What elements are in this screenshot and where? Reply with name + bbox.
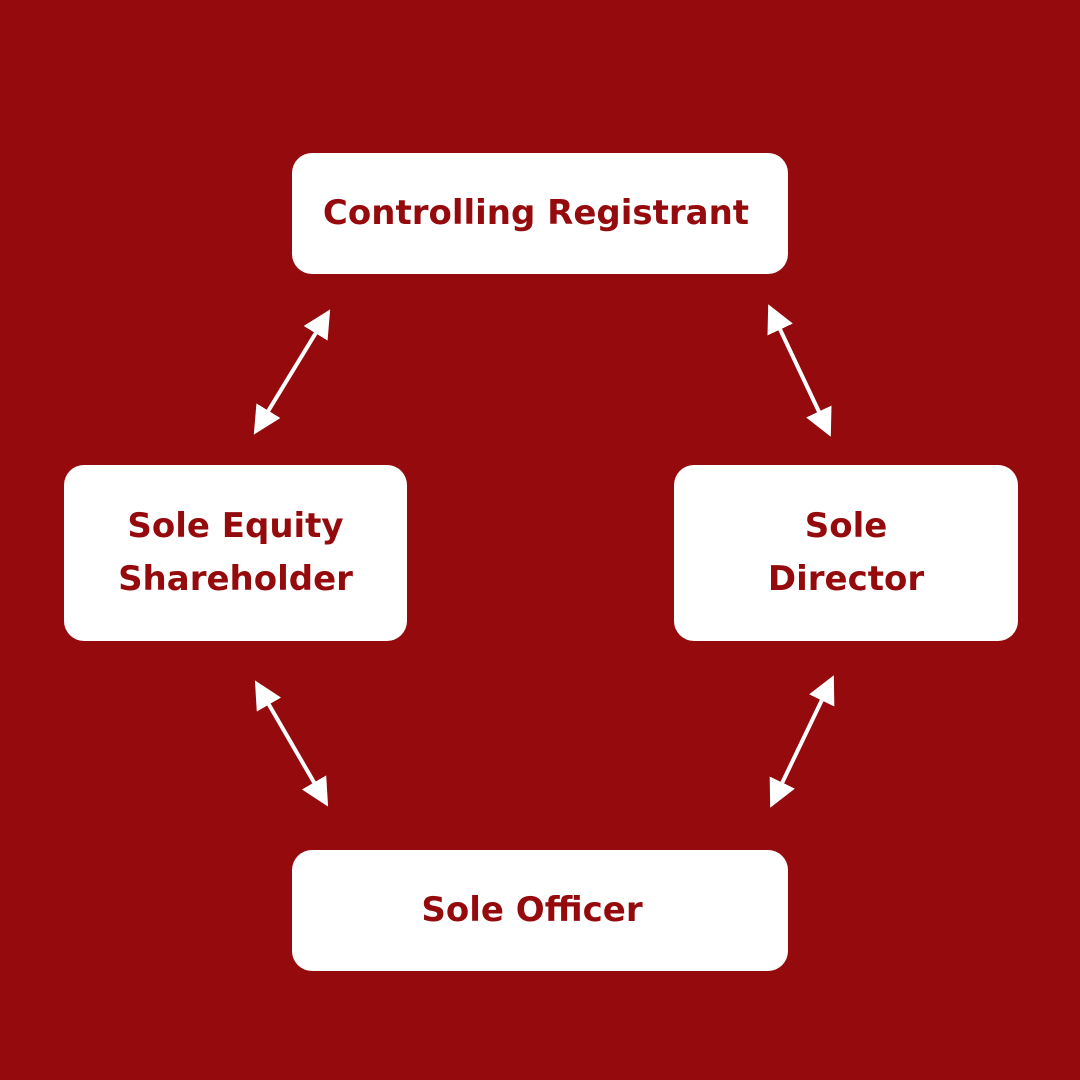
controlling-registrant-label: Controlling Registrant xyxy=(322,193,750,233)
double-arrow-top-left xyxy=(253,309,331,435)
sole-equity-shareholder-line-2: Shareholder xyxy=(118,559,353,599)
sole-director-line-2: Director xyxy=(767,559,925,599)
sole-equity-shareholder-label: Sole Equity Shareholder xyxy=(118,500,353,606)
sole-director-label: Sole Director xyxy=(768,500,924,606)
sole-director-box: Sole Director xyxy=(674,465,1018,641)
double-arrow-right-bottom xyxy=(769,675,835,808)
sole-officer-label: Sole Officer xyxy=(421,890,643,930)
sole-equity-shareholder-box: Sole Equity Shareholder xyxy=(64,465,407,641)
sole-director-line-1: Sole xyxy=(804,506,888,546)
double-arrow-top-right xyxy=(767,304,832,437)
double-arrow-left-bottom xyxy=(254,680,329,807)
sole-officer-box: Sole Officer xyxy=(292,850,788,971)
sole-equity-shareholder-line-1: Sole Equity xyxy=(127,506,344,546)
controlling-registrant-box: Controlling Registrant xyxy=(292,153,788,274)
